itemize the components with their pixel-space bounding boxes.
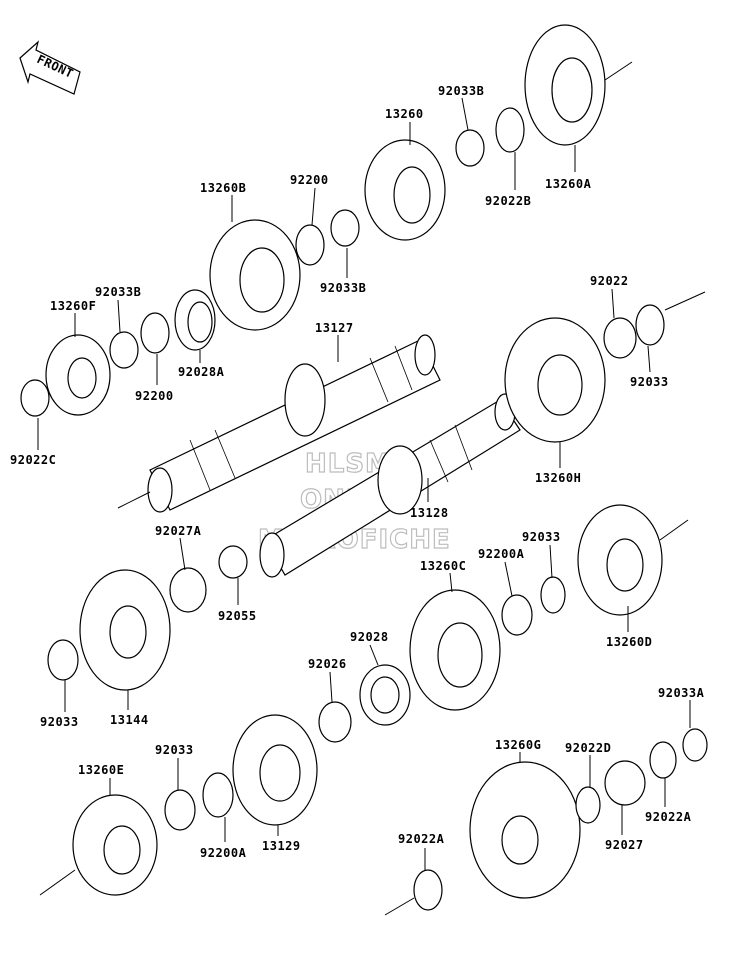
label-92028: 92028 bbox=[350, 630, 389, 644]
gear-13260C[interactable] bbox=[409, 589, 501, 711]
label-13260D: 13260D bbox=[606, 635, 652, 649]
label-92022B: 92022B bbox=[485, 194, 531, 208]
gear-13260G[interactable] bbox=[469, 761, 581, 899]
label-92022: 92022 bbox=[590, 274, 629, 288]
label-92022C: 92022C bbox=[10, 453, 56, 467]
washer-92033B-left[interactable] bbox=[109, 331, 139, 369]
gear-13260D[interactable] bbox=[577, 504, 689, 616]
washer-92022[interactable] bbox=[603, 317, 637, 359]
label-92033A: 92033A bbox=[658, 686, 705, 700]
label-92022A-bottom: 92022A bbox=[398, 832, 445, 846]
label-92200-left: 92200 bbox=[135, 389, 174, 403]
gear-13260F[interactable] bbox=[45, 334, 111, 416]
label-13260F: 13260F bbox=[50, 299, 96, 313]
label-92200-top: 92200 bbox=[290, 173, 329, 187]
bearing-92027[interactable] bbox=[604, 760, 646, 806]
label-13128: 13128 bbox=[410, 506, 449, 520]
circlip-92200A-mid[interactable] bbox=[501, 594, 533, 636]
label-13260C: 13260C bbox=[420, 559, 466, 573]
label-13260A: 13260A bbox=[545, 177, 592, 191]
label-92033B-top: 92033B bbox=[438, 84, 484, 98]
label-92022D: 92022D bbox=[565, 741, 611, 755]
washer-92033-lower[interactable] bbox=[47, 639, 79, 681]
part-labels: 13260 92033B 13260A 92022B 92200 13260B … bbox=[10, 84, 705, 860]
label-13260B: 13260B bbox=[200, 181, 246, 195]
circlip-92200-left[interactable] bbox=[140, 312, 170, 354]
washer-92022A-right[interactable] bbox=[649, 741, 677, 779]
circlip-92200A-bottom[interactable] bbox=[202, 772, 234, 818]
shaft-13127[interactable] bbox=[117, 334, 441, 513]
gear-13260A[interactable] bbox=[524, 24, 633, 146]
washer-92033-bottom[interactable] bbox=[164, 789, 196, 831]
label-92033-bottom: 92033 bbox=[155, 743, 194, 757]
label-92027: 92027 bbox=[605, 838, 644, 852]
front-arrow-icon: FRONT bbox=[19, 40, 81, 95]
washer-92033B-mid[interactable] bbox=[330, 209, 360, 247]
label-13129: 13129 bbox=[262, 839, 301, 853]
sprocket-13144[interactable] bbox=[79, 569, 171, 691]
washer-92055[interactable] bbox=[218, 545, 248, 579]
label-92026: 92026 bbox=[308, 657, 347, 671]
bushing-92028[interactable] bbox=[359, 664, 411, 726]
label-92028A: 92028A bbox=[178, 365, 225, 379]
washer-92022D[interactable] bbox=[575, 786, 601, 824]
bearing-92028A[interactable] bbox=[174, 289, 216, 351]
label-13260G: 13260G bbox=[495, 738, 541, 752]
washer-92022A-bottom[interactable] bbox=[384, 869, 443, 916]
label-92022A-right: 92022A bbox=[645, 810, 692, 824]
washer-92033-mid[interactable] bbox=[540, 576, 566, 614]
label-92033B-left: 92033B bbox=[95, 285, 141, 299]
label-13260: 13260 bbox=[385, 107, 424, 121]
washer-92022B[interactable] bbox=[495, 107, 525, 153]
gear-13260H[interactable] bbox=[504, 317, 606, 443]
gear-13260E[interactable] bbox=[39, 794, 158, 896]
label-92033-right: 92033 bbox=[630, 375, 669, 389]
label-92200A-mid: 92200A bbox=[478, 547, 525, 561]
label-13260H: 13260H bbox=[535, 471, 581, 485]
washer-92033B-top[interactable] bbox=[455, 129, 485, 167]
gear-13260[interactable] bbox=[364, 139, 446, 241]
label-92033-lower: 92033 bbox=[40, 715, 79, 729]
washer-92022C[interactable] bbox=[20, 379, 50, 417]
label-13260E: 13260E bbox=[78, 763, 124, 777]
gear-13129[interactable] bbox=[232, 714, 318, 826]
washer-92033-right[interactable] bbox=[635, 291, 706, 346]
washer-92026[interactable] bbox=[318, 701, 352, 743]
circlip-92200-top[interactable] bbox=[295, 224, 325, 266]
washer-92033A[interactable] bbox=[682, 728, 708, 762]
label-92200A-bottom: 92200A bbox=[200, 846, 247, 860]
label-92027A: 92027A bbox=[155, 524, 202, 538]
label-92055: 92055 bbox=[218, 609, 257, 623]
label-13144: 13144 bbox=[110, 713, 149, 727]
label-92033-mid: 92033 bbox=[522, 530, 561, 544]
label-92033B-mid: 92033B bbox=[320, 281, 366, 295]
label-13127: 13127 bbox=[315, 321, 354, 335]
gear-13260B[interactable] bbox=[209, 219, 301, 331]
leader-lines bbox=[37, 97, 691, 870]
bearing-92027A[interactable] bbox=[169, 567, 207, 613]
